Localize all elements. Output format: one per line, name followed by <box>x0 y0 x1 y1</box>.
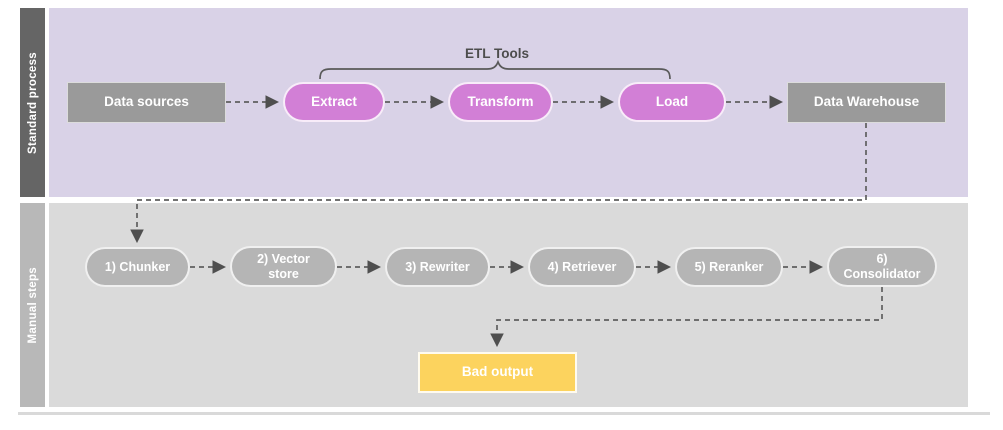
node-data-warehouse: Data Warehouse <box>787 82 946 123</box>
lane-standard-process-label: Standard process <box>26 51 39 154</box>
node-retriever: 4) Retriever <box>528 247 636 287</box>
etl-tools-label: ETL Tools <box>465 46 529 61</box>
node-rewriter: 3) Rewriter <box>385 247 490 287</box>
node-extract: Extract <box>283 82 385 122</box>
node-bad-output: Bad output <box>418 352 577 393</box>
lane-standard-process-header: Standard process <box>20 8 45 197</box>
node-data-sources: Data sources <box>67 82 226 123</box>
node-vector-store: 2) Vector store <box>230 246 337 287</box>
node-reranker: 5) Reranker <box>675 247 783 287</box>
node-load: Load <box>618 82 726 122</box>
node-consolidator: 6) Consolidator <box>827 246 937 287</box>
lane-manual-steps-header: Manual steps <box>20 203 45 407</box>
lane-manual-steps-label: Manual steps <box>26 266 39 344</box>
bottom-divider <box>18 412 990 415</box>
node-chunker: 1) Chunker <box>85 247 190 287</box>
node-transform: Transform <box>448 82 553 122</box>
